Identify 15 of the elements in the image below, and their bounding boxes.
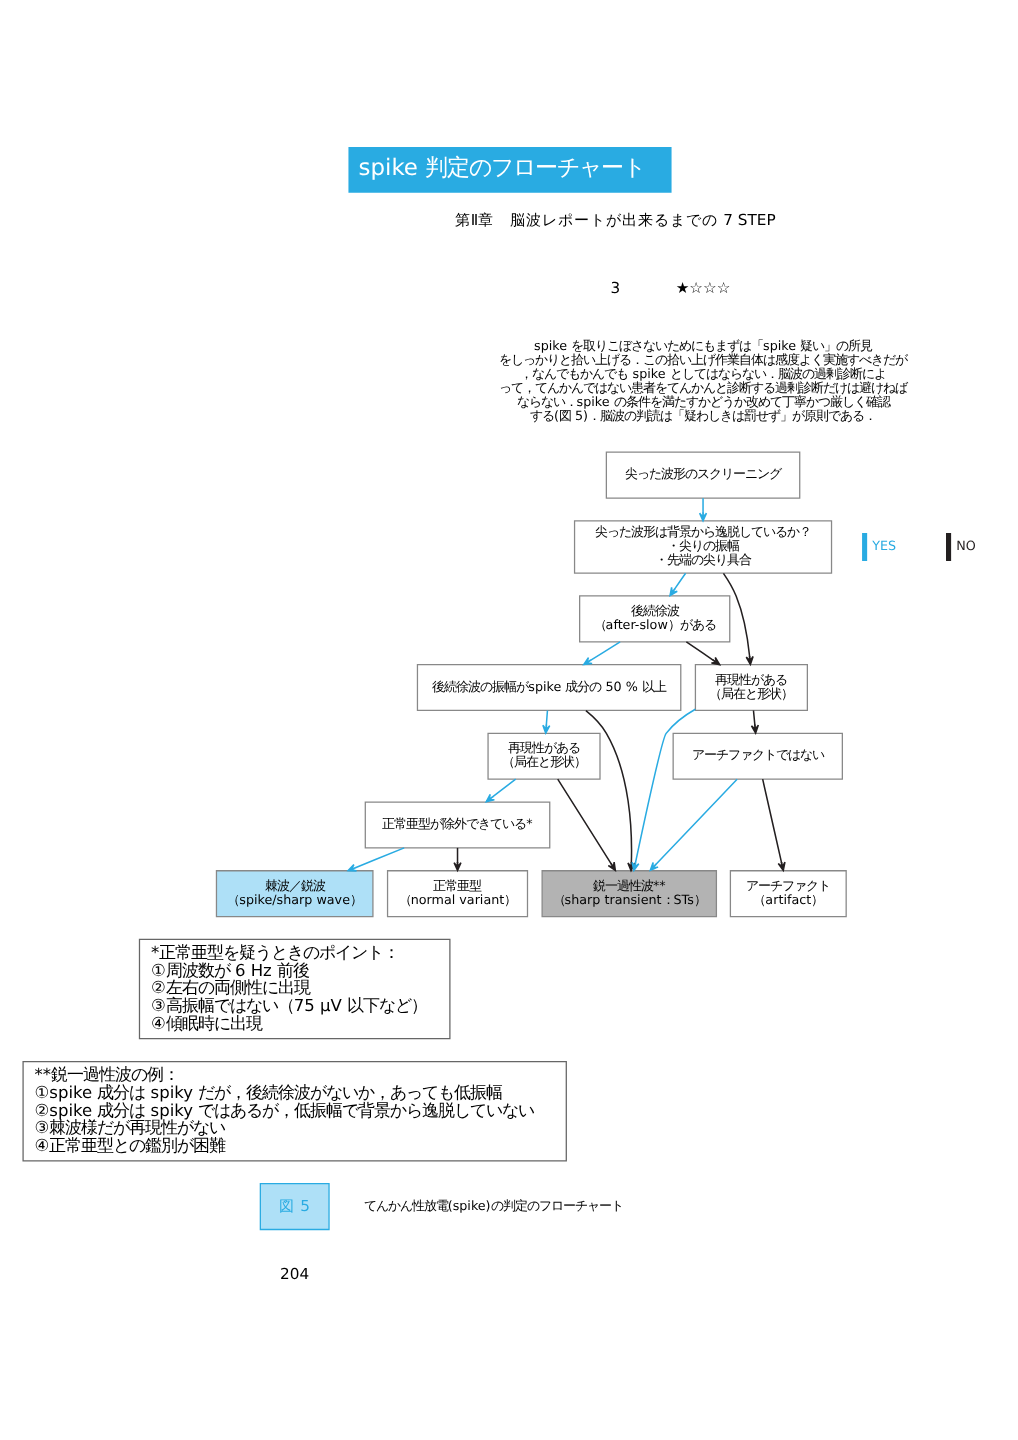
- diagram-title: spike 判定のフローチャート: [357, 153, 645, 182]
- arrow: [582, 641, 620, 666]
- arrow: [648, 778, 737, 872]
- arrow: [668, 572, 686, 597]
- arrow: [721, 572, 753, 666]
- node-box: *正常亜型を疑うときのポイント： ①周波数が 6 Hz 前後 ②左右の両側性に出現 ③高振幅ではない（75 μV 以下など） ④傾眠時に出現: [137, 938, 450, 1040]
- arrow: [630, 708, 696, 872]
- arrow: [484, 778, 516, 803]
- arrow: [760, 778, 785, 872]
- arrow: [749, 709, 759, 734]
- arrow: [697, 497, 707, 522]
- arrow: [541, 709, 550, 734]
- arrow: [684, 641, 720, 666]
- node-box: **鋭一過性波の例： ①spike 成分は spiky だが，後続徐波がないか，あっても低振幅 ②spike 成分は spiky ではあるが，低振幅で背景から逸脱していない ③棘波様だが再現性がない ④正常亜型との鑑別が困難: [21, 1060, 566, 1162]
- arrow: [555, 778, 616, 872]
